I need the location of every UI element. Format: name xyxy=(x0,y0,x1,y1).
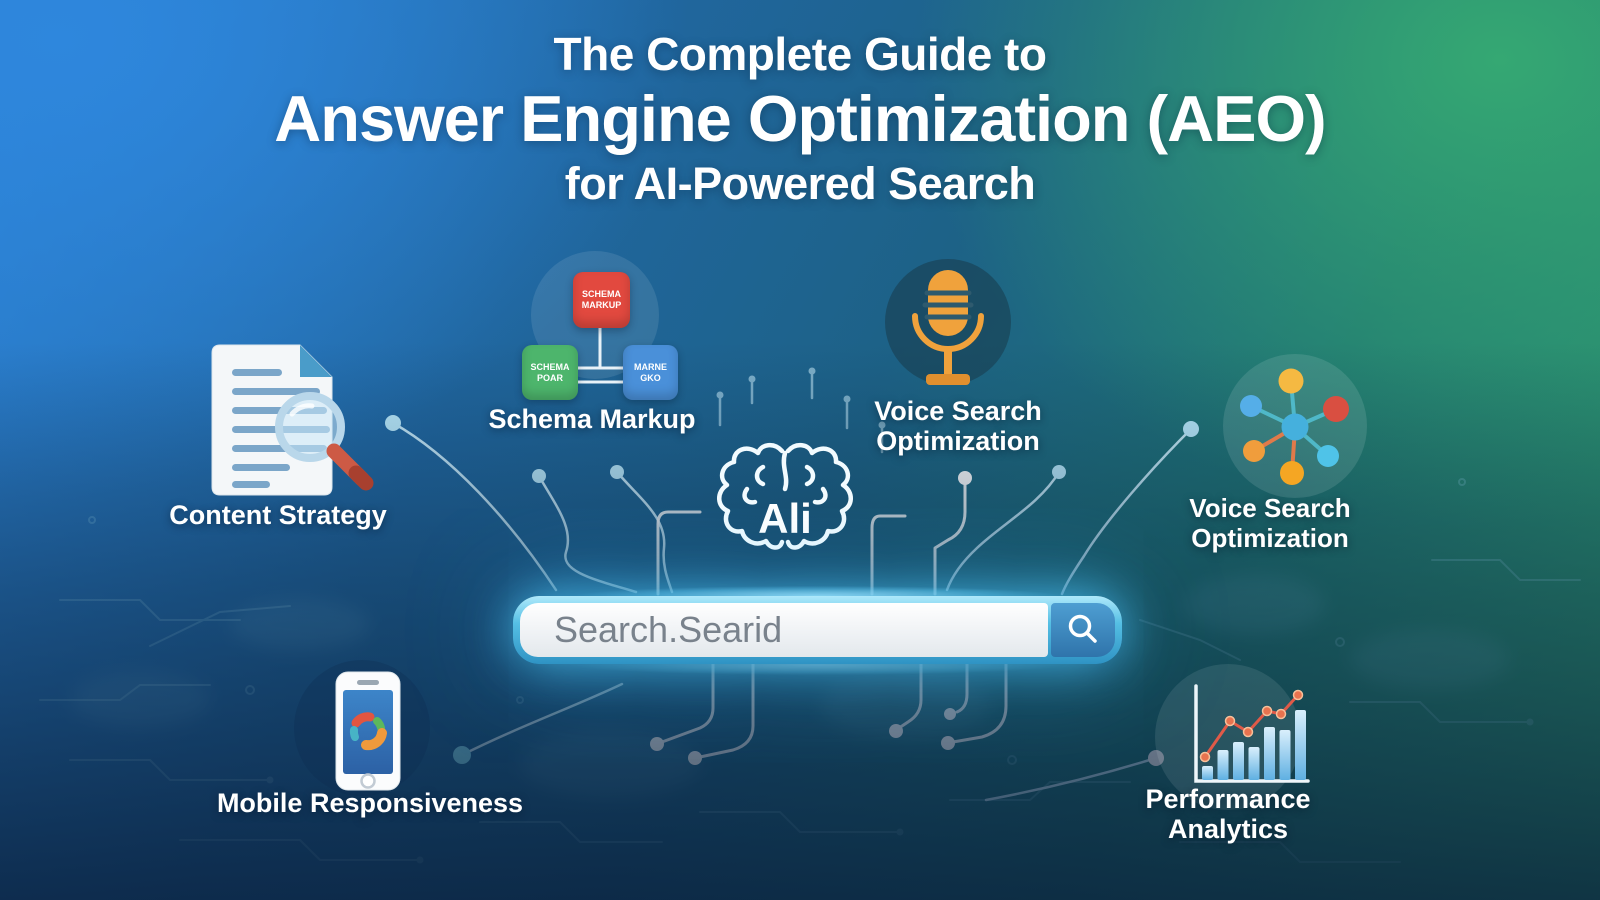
label-voice-search-network: Voice Search Optimization xyxy=(1189,493,1350,553)
title-line2: Answer Engine Optimization (AEO) xyxy=(274,82,1326,155)
label-voice-search-mic-line2: Optimization xyxy=(876,426,1040,456)
title-line3: for AI-Powered Search xyxy=(564,158,1036,209)
schema-box-green: SCHEMA POAR xyxy=(522,345,578,400)
search-bar xyxy=(513,596,1122,664)
circuit-traces xyxy=(39,478,1581,864)
label-voice-search-mic: Voice Search Optimization xyxy=(874,396,1042,456)
schema-box-red-text: SCHEMA MARKUP xyxy=(581,289,622,310)
smartphone-icon xyxy=(294,660,430,796)
microphone-icon xyxy=(885,259,1011,385)
bar-line-chart-icon xyxy=(1155,664,1310,810)
brain-ai-icon: Ali xyxy=(717,443,853,550)
label-voice-search-network-line1: Voice Search xyxy=(1189,493,1351,523)
label-schema-markup: Schema Markup xyxy=(488,404,696,434)
magnifier-icon xyxy=(1068,614,1097,643)
schema-box-green-text: SCHEMA POAR xyxy=(530,361,570,383)
bokeh-blobs xyxy=(70,575,1510,799)
search-button[interactable] xyxy=(1051,603,1115,657)
app-logo-icon xyxy=(349,712,387,751)
connector-dots xyxy=(385,415,1199,766)
label-voice-search-mic-line1: Voice Search xyxy=(874,396,1042,426)
schema-box-blue-text: MARNE GKO xyxy=(634,361,667,383)
schema-box-red: SCHEMA MARKUP xyxy=(573,272,630,328)
label-mobile-responsiveness: Mobile Responsiveness xyxy=(216,788,524,818)
schema-box-blue: MARNE GKO xyxy=(623,345,678,400)
circuit-ticks xyxy=(716,367,886,454)
label-voice-search-network-line2: Optimization xyxy=(1191,523,1349,553)
label-performance-analytics: Performance Analytics xyxy=(1145,784,1310,844)
document-magnifier-icon xyxy=(211,344,374,496)
search-input[interactable] xyxy=(520,603,1048,657)
label-performance-analytics-line1: Performance xyxy=(1145,784,1311,814)
title-block: The Complete Guide to Answer Engine Opti… xyxy=(0,26,1600,212)
brain-ai-text: Ali xyxy=(758,495,812,542)
molecule-network-icon xyxy=(1223,354,1367,498)
label-content-strategy: Content Strategy xyxy=(169,500,387,530)
title-line1: The Complete Guide to xyxy=(553,28,1047,80)
label-performance-analytics-line2: Analytics xyxy=(1167,814,1289,844)
